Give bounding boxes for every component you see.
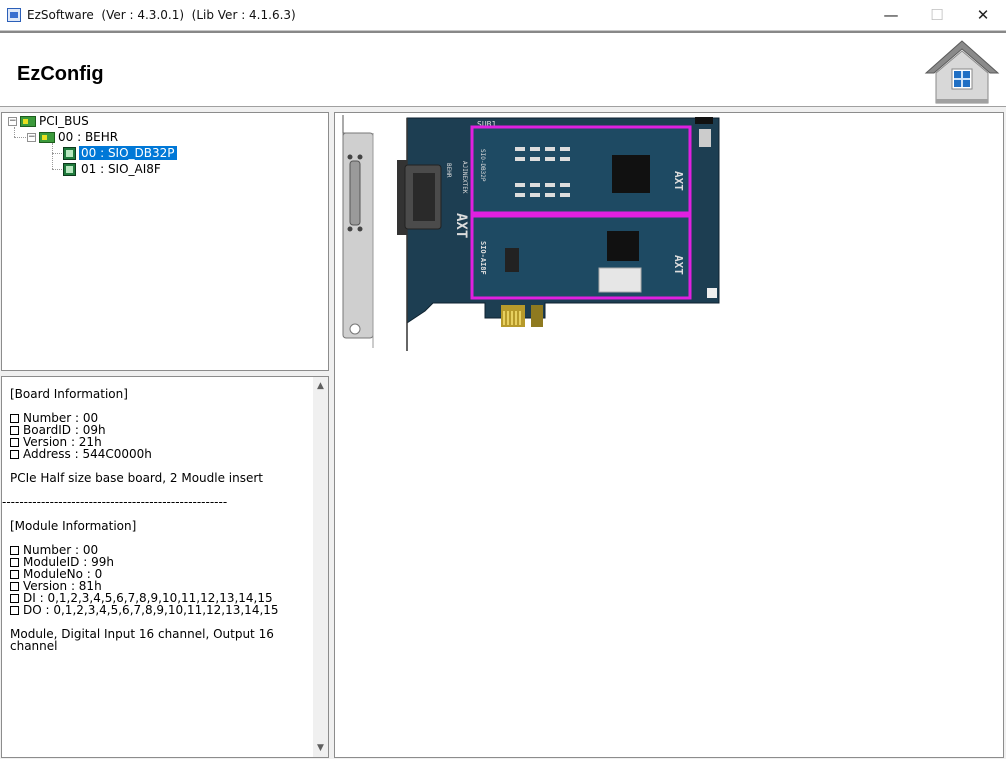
pcb-logo-module-a: AXT bbox=[672, 171, 685, 191]
tree-node-module-0[interactable]: 00 : SIO_DB32P bbox=[63, 145, 177, 161]
tree-node-label: PCI_BUS bbox=[39, 114, 89, 128]
module-description: Module, Digital Input 16 channel, Output… bbox=[10, 627, 274, 653]
tree-node-label: 00 : SIO_DB32P bbox=[79, 146, 177, 160]
info-scrollbar[interactable]: ▲ ▼ bbox=[313, 377, 328, 757]
pcb-label-base: BEHR bbox=[445, 163, 452, 178]
module-icon bbox=[63, 147, 76, 160]
scroll-up-icon[interactable]: ▲ bbox=[317, 381, 324, 391]
pcb-label-brand: AJINEXTEK bbox=[461, 161, 468, 194]
info-line: Number : 00 bbox=[10, 544, 310, 556]
info-line: Number : 00 bbox=[10, 412, 310, 424]
module-info-heading: [Module Information] bbox=[10, 519, 137, 533]
home-icon bbox=[924, 40, 1000, 104]
board-description: PCIe Half size base board, 2 Moudle inse… bbox=[10, 471, 263, 485]
info-line: DO : 0,1,2,3,4,5,6,7,8,9,10,11,12,13,14,… bbox=[10, 604, 310, 616]
tree-guide bbox=[52, 143, 53, 169]
info-line: Version : 21h bbox=[10, 436, 310, 448]
bullet-box-icon bbox=[10, 594, 19, 603]
bullet-box-icon bbox=[10, 414, 19, 423]
minimize-icon: — bbox=[883, 6, 899, 24]
bullet-box-icon bbox=[10, 546, 19, 555]
info-line: Version : 81h bbox=[10, 580, 310, 592]
pcb-label-module-b: SIO-AI8F bbox=[479, 241, 487, 275]
tree-node-board[interactable]: − 00 : BEHR bbox=[27, 129, 118, 145]
bullet-box-icon bbox=[10, 582, 19, 591]
app-header: EzConfig bbox=[0, 31, 1006, 107]
info-line: ModuleID : 99h bbox=[10, 556, 310, 568]
bullet-box-icon bbox=[10, 558, 19, 567]
minimize-button[interactable]: — bbox=[868, 0, 914, 31]
app-icon bbox=[7, 8, 21, 22]
separator-line: ----------------------------------------… bbox=[2, 496, 228, 508]
tree-node-label: 00 : BEHR bbox=[58, 130, 119, 144]
board-view: SUB1 BEHR AJINEXTEK AXT SIO-DB32P AXT bbox=[334, 112, 1004, 758]
info-line: BoardID : 09h bbox=[10, 424, 310, 436]
bullet-box-icon bbox=[10, 606, 19, 615]
tree-node-module-1[interactable]: 01 : SIO_AI8F bbox=[63, 161, 163, 177]
pcb-logo: AXT bbox=[453, 213, 469, 238]
close-icon: ✕ bbox=[976, 6, 990, 24]
pcb-label-sub1: SUB1 bbox=[477, 120, 496, 129]
info-line: Address : 544C0000h bbox=[10, 448, 310, 460]
maximize-icon: ☐ bbox=[930, 6, 944, 24]
title-bar: EzSoftware (Ver : 4.3.0.1) (Lib Ver : 4.… bbox=[0, 0, 1006, 31]
device-tree[interactable]: −PCI_BUS −00 : BEHR 00 : SIO_DB32P 01 : … bbox=[1, 112, 329, 371]
maximize-button[interactable]: ☐ bbox=[914, 0, 960, 31]
tree-guide bbox=[14, 127, 15, 137]
bullet-box-icon bbox=[10, 450, 19, 459]
collapse-icon[interactable]: − bbox=[8, 116, 17, 126]
info-line: ModuleNo : 0 bbox=[10, 568, 310, 580]
info-text: [Board Information] Number : 00 BoardID … bbox=[2, 387, 310, 653]
window-title: EzSoftware (Ver : 4.3.0.1) (Lib Ver : 4.… bbox=[27, 8, 296, 22]
info-line: DI : 0,1,2,3,4,5,6,7,8,9,10,11,12,13,14,… bbox=[10, 592, 310, 604]
collapse-icon[interactable]: − bbox=[27, 132, 36, 142]
tree-node-pci-bus[interactable]: − PCI_BUS bbox=[8, 113, 89, 129]
board-info-heading: [Board Information] bbox=[10, 387, 128, 401]
tree-guide bbox=[14, 137, 28, 138]
app-name: EzConfig bbox=[17, 63, 104, 85]
bullet-box-icon bbox=[10, 570, 19, 579]
pcb-label-module-a: SIO-DB32P bbox=[479, 149, 486, 182]
close-button[interactable]: ✕ bbox=[960, 0, 1006, 31]
tree-node-label: 01 : SIO_AI8F bbox=[81, 162, 161, 176]
home-button[interactable] bbox=[924, 37, 1000, 107]
scroll-down-icon[interactable]: ▼ bbox=[317, 743, 324, 753]
info-panel[interactable]: [Board Information] Number : 00 BoardID … bbox=[1, 376, 329, 758]
bullet-box-icon bbox=[10, 426, 19, 435]
tree-guide bbox=[52, 169, 62, 170]
board-image: SUB1 BEHR AJINEXTEK AXT SIO-DB32P AXT bbox=[342, 115, 720, 351]
bus-icon bbox=[20, 116, 36, 127]
board-icon bbox=[39, 132, 55, 143]
pcb-logo-module-b: AXT bbox=[672, 255, 685, 275]
bullet-box-icon bbox=[10, 438, 19, 447]
module-icon bbox=[63, 163, 76, 176]
tree-guide bbox=[52, 153, 62, 154]
